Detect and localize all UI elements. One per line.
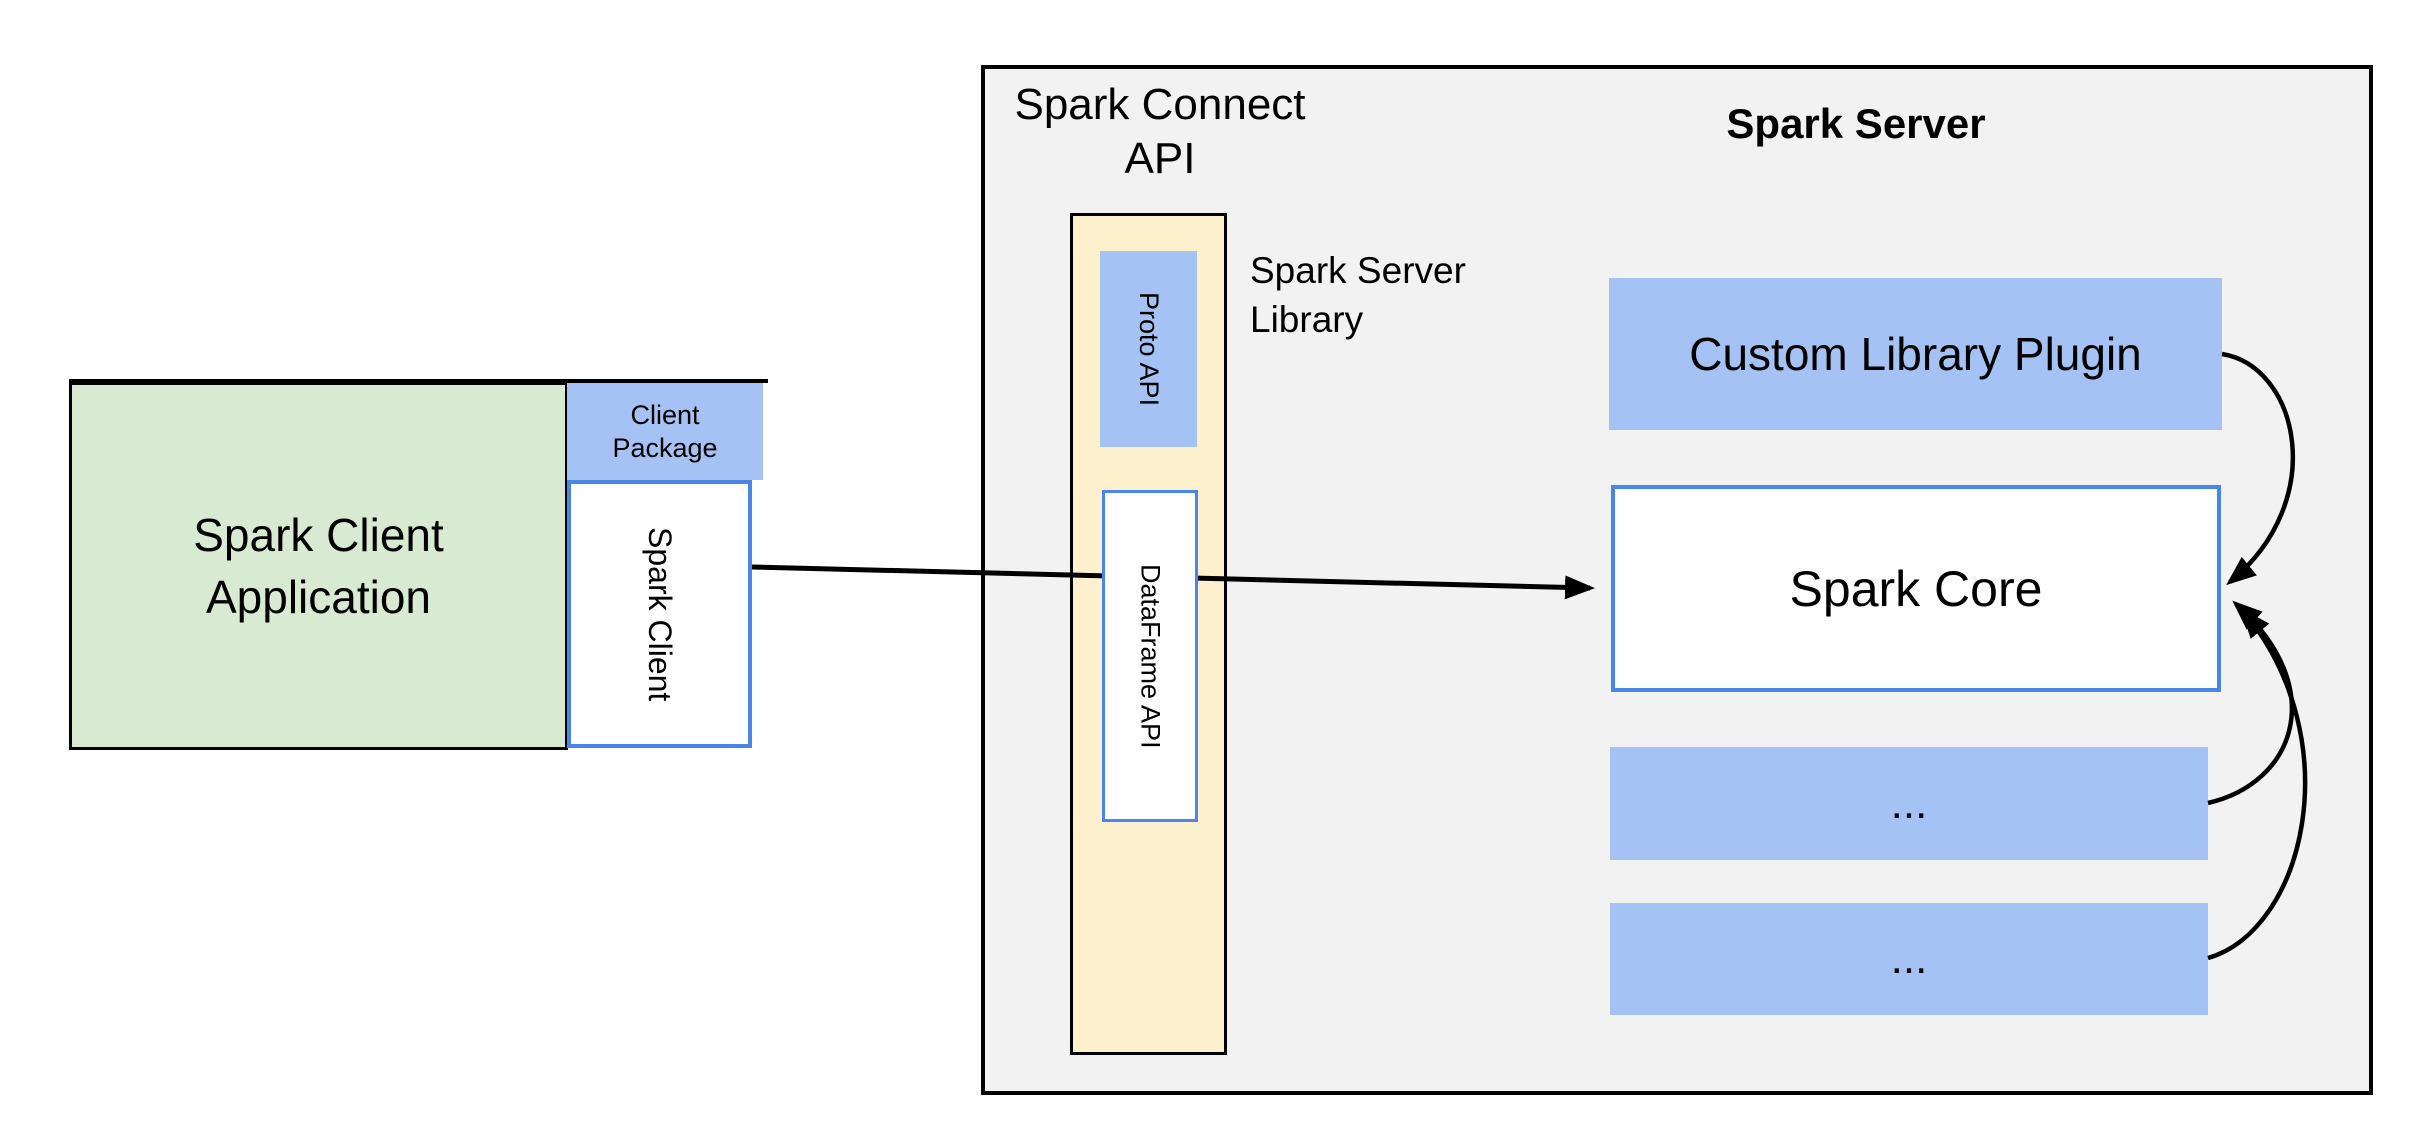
plugin-slot-1: ... xyxy=(1610,747,2208,860)
spark-client-application-line2: Application xyxy=(205,571,432,623)
custom-library-plugin-box: Custom Library Plugin xyxy=(1609,278,2222,430)
client-package-label: Client Package xyxy=(612,399,717,465)
green-box-top-border-extension xyxy=(69,379,768,383)
proto-api-label: Proto API xyxy=(1134,291,1164,407)
spark-server-library-line1: Spark Server xyxy=(1250,250,1466,291)
spark-client-vertical-label: Spark Client xyxy=(642,526,678,702)
client-package-box: Client Package xyxy=(567,383,763,480)
spark-connect-api-line2: API xyxy=(1124,134,1196,183)
spark-client-box: Spark Client xyxy=(567,480,752,748)
spark-core-box: Spark Core xyxy=(1611,485,2221,692)
dataframe-api-label: DataFrame API xyxy=(1135,563,1166,749)
spark-server-library-line2: Library xyxy=(1250,299,1364,340)
client-package-line2: Package xyxy=(612,432,718,463)
dataframe-api-box: DataFrame API xyxy=(1102,490,1198,822)
spark-connect-api-label: Spark Connect API xyxy=(990,78,1330,186)
spark-server-label: Spark Server xyxy=(1726,100,1986,147)
spark-client-application-label: Spark Client Application xyxy=(193,504,444,628)
spark-client-application-line1: Spark Client xyxy=(193,509,444,561)
spark-connect-api-line1: Spark Connect xyxy=(1014,80,1306,129)
client-package-line1: Client xyxy=(630,399,700,430)
plugin-slot-2: ... xyxy=(1610,903,2208,1015)
proto-api-box: Proto API xyxy=(1100,251,1197,447)
spark-server-library-label: Spark Server Library xyxy=(1250,246,1466,344)
spark-client-application-box: Spark Client Application xyxy=(69,382,568,750)
